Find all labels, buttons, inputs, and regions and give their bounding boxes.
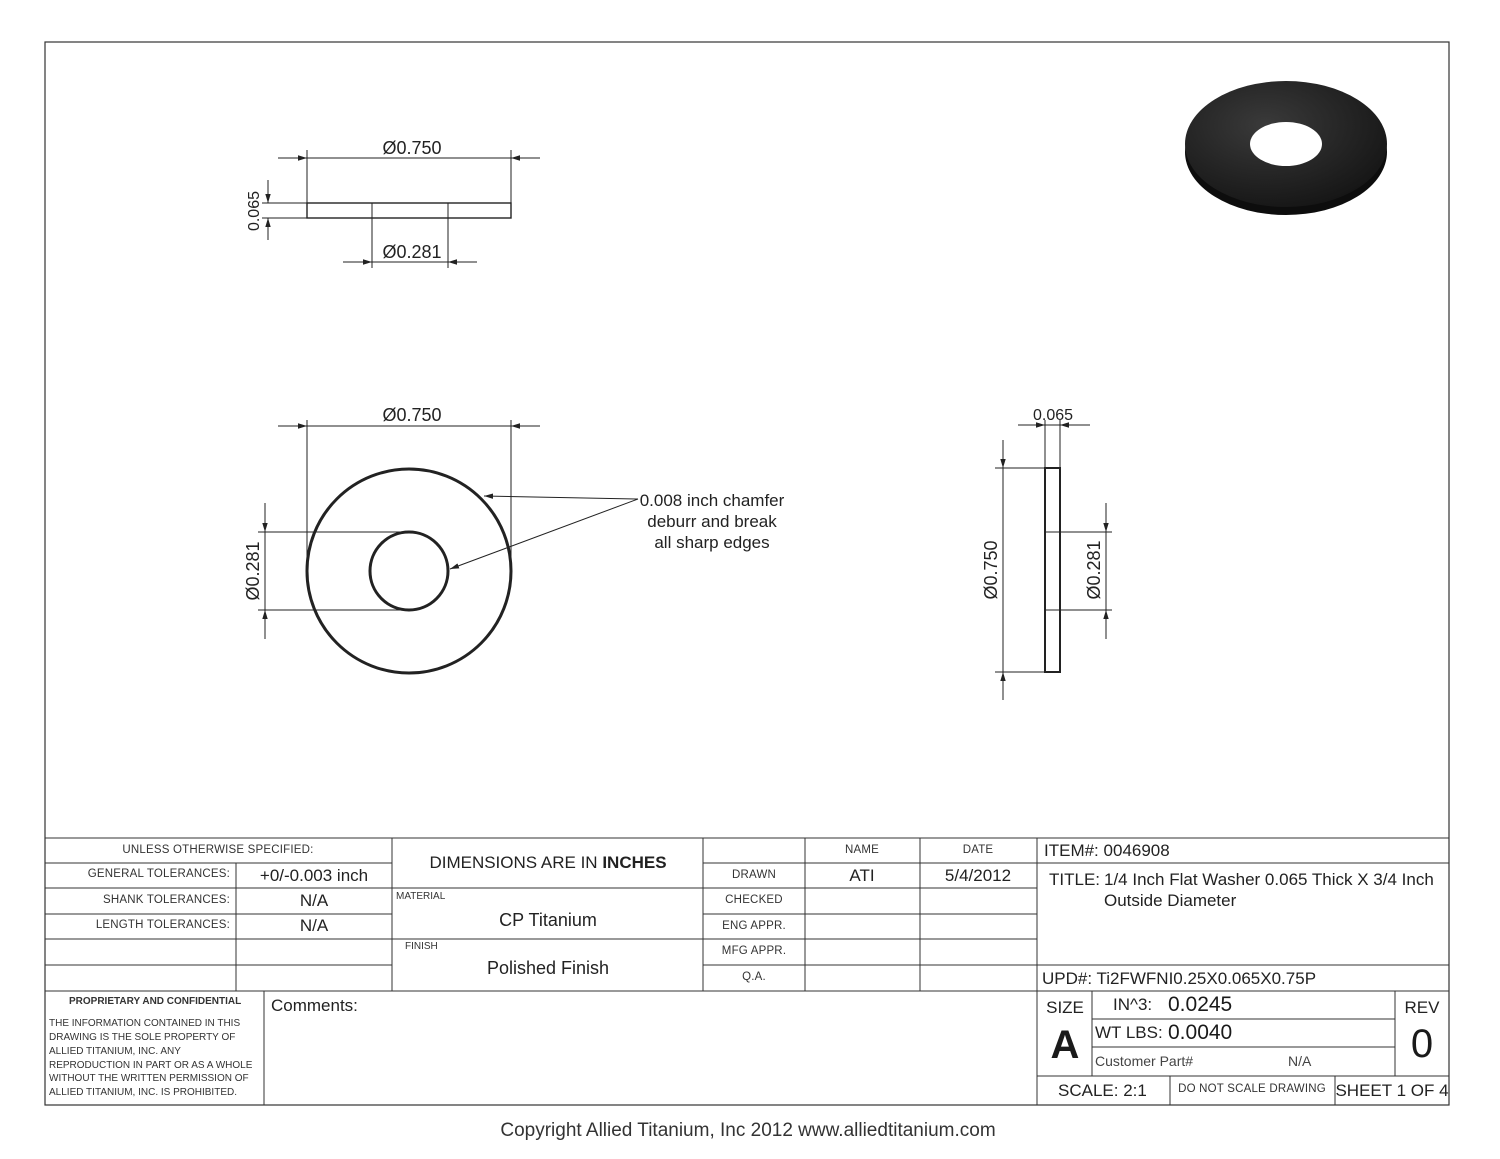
chamfer-note-line2: deburr and break [647, 512, 777, 531]
sheet-number: SHEET 1 OF 4 [1335, 1081, 1449, 1100]
copyright-footer: Copyright Allied Titanium, Inc 2012 www.… [500, 1120, 996, 1141]
title-label: TITLE: [1049, 870, 1101, 889]
rev-value: 0 [1410, 1022, 1434, 1066]
proprietary-title: PROPRIETARY AND CONFIDENTIAL [69, 996, 242, 1007]
scale: SCALE: 2:1 [1058, 1082, 1147, 1099]
mfg-appr-label: MFG APPR. [721, 945, 787, 957]
side-view [262, 150, 540, 268]
upd-label: UPD#: [1042, 969, 1093, 988]
proprietary-line-2: DRAWING IS THE SOLE PROPERTY OF [49, 1032, 236, 1043]
edge-view-thickness: 0.065 [1033, 407, 1073, 424]
edge-view [995, 420, 1112, 700]
proprietary-line-1: THE INFORMATION CONTAINED IN THIS [49, 1018, 241, 1029]
length-tol-value: N/A [299, 916, 329, 935]
comments-label: Comments: [271, 996, 358, 1015]
general-tol-label: GENERAL TOLERANCES: [87, 868, 230, 880]
front-view-outer-dia: Ø0.750 [382, 405, 441, 425]
title-line1: 1/4 Inch Flat Washer 0.065 Thick X 3/4 I… [1104, 870, 1434, 889]
dimensions-note: DIMENSIONS ARE IN INCHES [429, 854, 666, 871]
eng-appr-label: ENG APPR. [722, 920, 786, 932]
dimensions-prefix: DIMENSIONS ARE IN [429, 853, 603, 872]
side-view-washer-profile [306, 202, 512, 219]
material-label: MATERIAL [396, 891, 446, 902]
upd-number: UPD#: Ti2FWFNI0.25X0.065X0.75P [1042, 970, 1316, 987]
drawn-name: ATI [849, 866, 875, 885]
size-label: SIZE [1046, 998, 1084, 1017]
front-view [258, 420, 639, 675]
qa-label: Q.A. [742, 971, 766, 983]
chamfer-note-line1: 0.008 inch chamfer [640, 491, 785, 510]
material-value: CP Titanium [499, 910, 597, 930]
edge-view-washer-profile [1044, 467, 1061, 673]
drawn-label: DRAWN [731, 869, 777, 881]
scale-label: SCALE: [1058, 1081, 1119, 1100]
title-line2: Outside Diameter [1104, 891, 1237, 910]
finish-value: Polished Finish [486, 958, 610, 978]
general-tol-value: +0/-0.003 inch [259, 866, 369, 885]
dimensions-unit: INCHES [602, 853, 667, 872]
do-not-scale-note: DO NOT SCALE DRAWING [1178, 1083, 1326, 1095]
proprietary-line-6: ALLIED TITANIUM, INC. IS PROHIBITED. [49, 1087, 237, 1098]
weight-value: 0.0040 [1168, 1021, 1233, 1044]
front-view-inner-dia: Ø0.281 [243, 541, 263, 600]
edge-view-inner-dia: Ø0.281 [1084, 540, 1104, 599]
item-value: 0046908 [1103, 841, 1170, 860]
upd-value: Ti2FWFNI0.25X0.065X0.75P [1096, 969, 1317, 988]
name-header: NAME [844, 844, 880, 856]
unless-specified-label: UNLESS OTHERWISE SPECIFIED: [122, 844, 314, 856]
isometric-washer-view [1185, 81, 1387, 215]
length-tol-label: LENGTH TOLERANCES: [95, 919, 230, 931]
sheet-border [44, 41, 1450, 1106]
customer-part-value: N/A [1288, 1053, 1312, 1069]
volume-label: IN^3: [1113, 995, 1153, 1014]
front-view-outer-circle [305, 467, 513, 675]
proprietary-line-5: WITHOUT THE WRITTEN PERMISSION OF [49, 1073, 249, 1084]
chamfer-note-line3: all sharp edges [654, 533, 769, 552]
finish-label: FINISH [405, 941, 438, 952]
volume-value: 0.0245 [1168, 993, 1233, 1016]
side-view-thickness: 0.065 [246, 191, 263, 231]
weight-label: WT LBS: [1095, 1023, 1163, 1042]
side-view-outer-dia: Ø0.750 [382, 138, 441, 158]
size-value: A [1050, 1023, 1080, 1067]
drawn-date: 5/4/2012 [944, 866, 1012, 885]
shank-tol-value: N/A [299, 891, 329, 910]
proprietary-line-3: ALLIED TITANIUM, INC. ANY [49, 1046, 181, 1057]
front-view-inner-circle [368, 530, 450, 612]
date-header: DATE [962, 844, 994, 856]
item-number: ITEM#: 0046908 [1044, 842, 1170, 859]
scale-value: 2:1 [1123, 1081, 1147, 1100]
title-block-grid [45, 837, 1449, 1105]
shank-tol-label: SHANK TOLERANCES: [103, 894, 230, 906]
edge-view-outer-dia: Ø0.750 [981, 540, 1001, 599]
customer-part-label: Customer Part# [1095, 1053, 1194, 1069]
rev-label: REV [1404, 998, 1440, 1017]
item-label: ITEM#: [1044, 841, 1099, 860]
checked-label: CHECKED [725, 894, 783, 906]
proprietary-line-4: REPRODUCTION IN PART OR AS A WHOLE [49, 1060, 253, 1071]
side-view-inner-dia: Ø0.281 [382, 242, 441, 262]
